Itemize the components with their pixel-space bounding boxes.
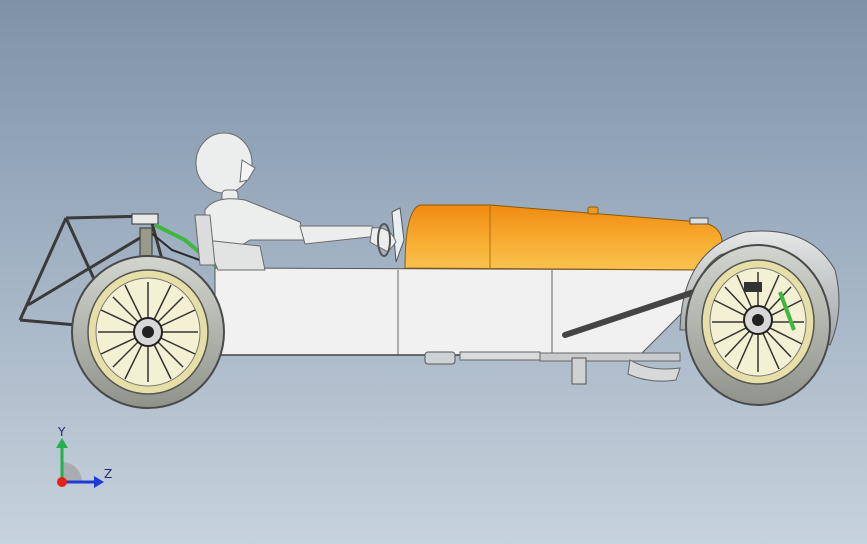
rear-wheel xyxy=(71,255,225,409)
rear-frame xyxy=(18,214,167,330)
bonnet xyxy=(404,204,723,271)
underbody xyxy=(424,351,681,385)
steering-wheel xyxy=(377,223,391,257)
windscreen xyxy=(391,207,405,263)
rear-frame-bracket xyxy=(131,213,159,225)
driver-figure xyxy=(194,132,397,271)
front-strut xyxy=(562,287,703,338)
triad-y-label: Y xyxy=(57,425,66,439)
front-wheel xyxy=(685,244,831,406)
triad-z-label: Z xyxy=(104,467,112,481)
triad-plane xyxy=(62,462,82,482)
triad-x-axis xyxy=(57,477,67,487)
orientation-triad[interactable]: Y Z xyxy=(56,425,112,488)
